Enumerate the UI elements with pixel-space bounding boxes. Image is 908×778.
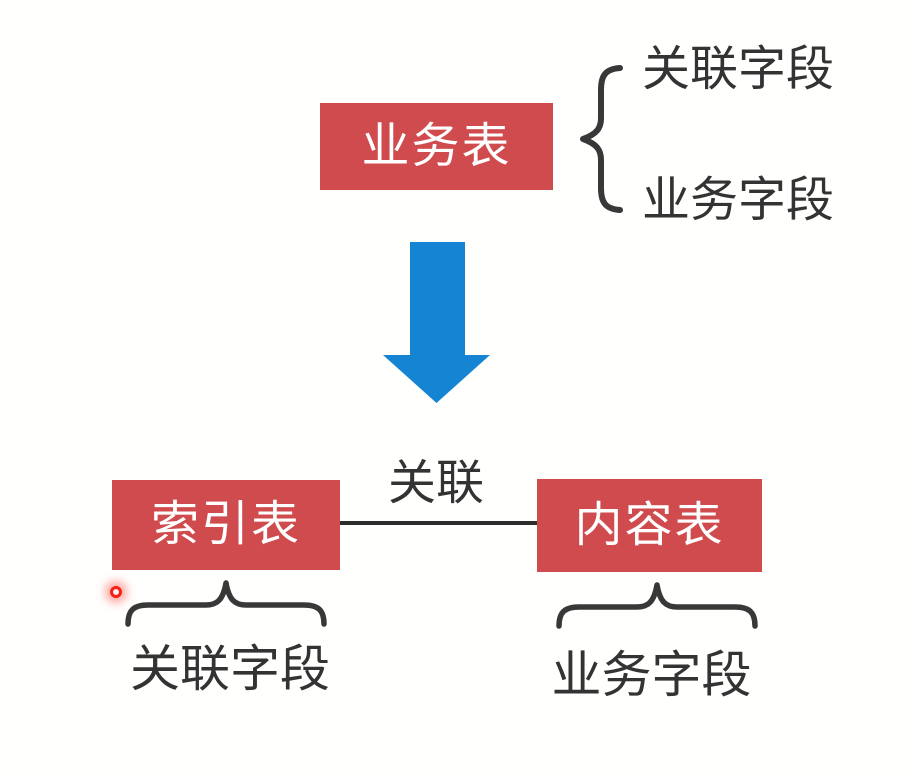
index-table-box: 索引表 <box>112 480 340 570</box>
bottom-left-field-label: 关联字段 <box>130 641 330 697</box>
under-brace-right-icon <box>556 582 758 629</box>
under-brace-left-icon <box>125 580 327 627</box>
down-arrow-icon <box>383 242 490 403</box>
connector-line <box>340 521 537 525</box>
content-table-box: 内容表 <box>537 479 762 572</box>
bottom-right-field-label: 业务字段 <box>551 647 752 703</box>
top-related-field-label: 关联字段 <box>642 43 835 96</box>
business-table-label: 业务表 <box>361 119 512 173</box>
laser-pointer-icon <box>110 586 122 598</box>
curly-brace-icon <box>580 65 623 213</box>
content-table-label: 内容表 <box>574 498 725 552</box>
top-business-field-label: 业务字段 <box>642 174 835 227</box>
business-table-box: 业务表 <box>320 103 553 190</box>
index-table-label: 索引表 <box>150 498 301 551</box>
relation-label: 关联 <box>388 457 485 510</box>
